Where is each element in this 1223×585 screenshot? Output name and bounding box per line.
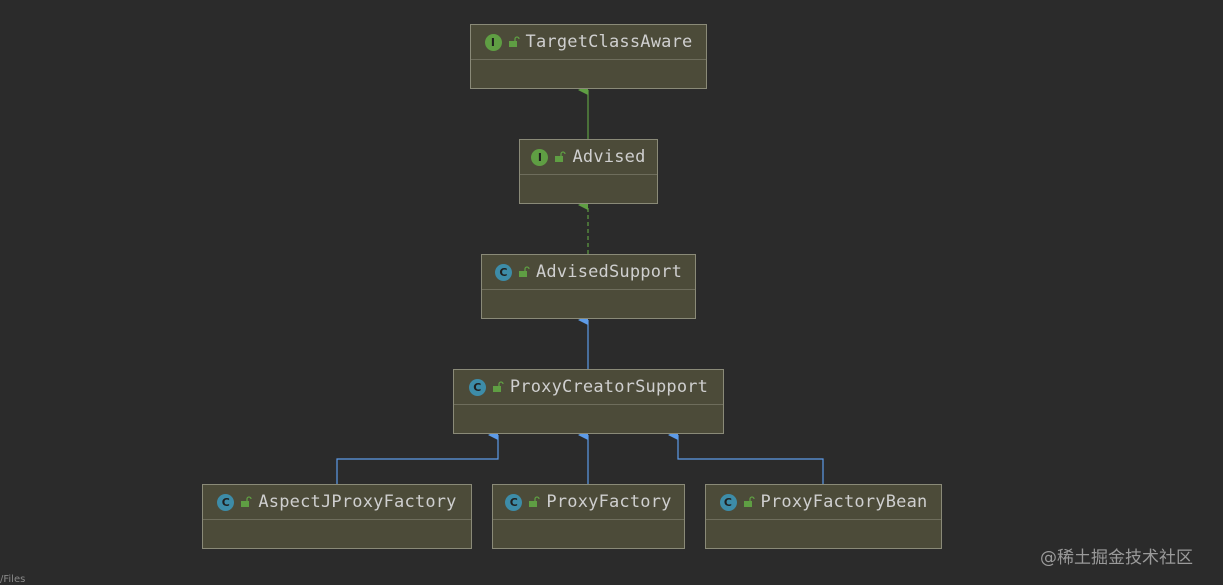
interface-icon: I xyxy=(531,148,549,166)
class-name: ProxyCreatorSupport xyxy=(509,377,709,397)
node-proxyfactorybean[interactable]: C ProxyFactoryBean xyxy=(705,484,942,549)
node-targetclassaware[interactable]: I TargetClassAware xyxy=(470,24,707,89)
node-advisedsupport[interactable]: C AdvisedSupport xyxy=(481,254,696,319)
class-icon: C xyxy=(719,493,737,511)
lock-open-icon xyxy=(743,496,755,507)
node-proxyfactory[interactable]: C ProxyFactory xyxy=(492,484,685,549)
interface-icon: I xyxy=(484,33,502,51)
lock-open-icon xyxy=(529,496,541,507)
class-name: AspectJProxyFactory xyxy=(258,492,457,512)
edge-aspectjproxyfactory-proxycreatorsupport xyxy=(336,430,499,484)
node-advised[interactable]: I Advised xyxy=(519,139,658,204)
watermark: @稀土掘金技术社区 xyxy=(1040,548,1193,568)
node-proxycreatorsupport[interactable]: C ProxyCreatorSupport xyxy=(453,369,724,434)
edge-proxyfactorybean-proxycreatorsupport xyxy=(668,430,824,484)
lock-open-icon xyxy=(508,36,520,47)
class-name: Advised xyxy=(572,147,646,167)
class-icon: C xyxy=(505,493,523,511)
lock-open-icon xyxy=(518,266,530,277)
class-name: AdvisedSupport xyxy=(535,262,683,282)
class-name: ProxyFactoryBean xyxy=(760,492,928,512)
class-name: ProxyFactory xyxy=(546,492,672,512)
lock-open-icon xyxy=(492,381,504,392)
class-icon: C xyxy=(217,493,235,511)
node-aspectjproxyfactory[interactable]: C AspectJProxyFactory xyxy=(202,484,472,549)
lock-open-icon xyxy=(241,496,253,507)
footer-text: /Files xyxy=(0,574,26,585)
lock-open-icon xyxy=(555,151,567,162)
class-icon: C xyxy=(494,263,512,281)
class-icon: C xyxy=(468,378,486,396)
class-name: TargetClassAware xyxy=(525,32,693,52)
